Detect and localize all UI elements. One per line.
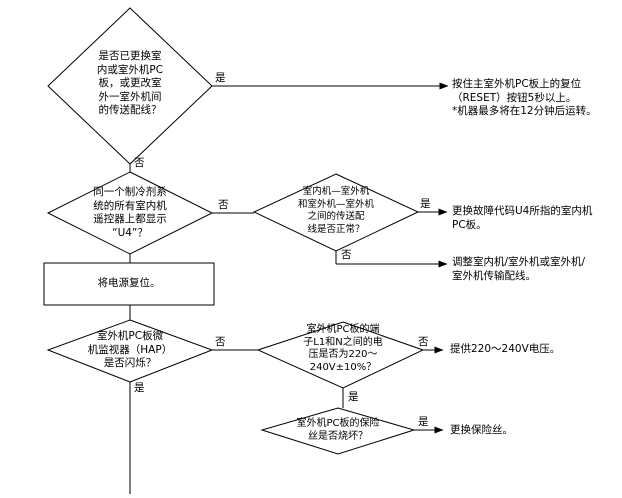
label-d1-no: 否 (134, 157, 145, 169)
decision-3-text: 室内机—室外机 和室外机—室外机 之间的传送配 线是否正常？ (283, 186, 389, 236)
decision-5-line: 子L1和N之间的电 (303, 336, 383, 348)
decision-6-text: 室外机PC板的保险 丝是否烧坏？ (284, 418, 392, 443)
decision-6-line: 室外机PC板的保险 (296, 418, 380, 429)
decision-2-line: 同一个制冷剂系 (93, 186, 167, 198)
action-1-line: （RESET）按钮5秒以上。 (452, 91, 577, 104)
decision-2-line: 统的所有室内机 (93, 199, 167, 212)
action-3-text: 调整室内机/室外机或室外机/ 室外机传输配线。 (452, 256, 585, 283)
decision-5-line: 室外机PC板的端 (306, 324, 380, 335)
label-d3-yes: 是 (420, 198, 431, 210)
decision-1-line: 外一室外机间 (98, 90, 162, 103)
decision-3-line: 之间的传送配 (307, 211, 365, 222)
decision-3-line: 线是否正常？ (307, 223, 365, 235)
decision-5-text: 室外机PC板的端 子L1和N之间的电 压是否为220～ 240V±10%？ (288, 324, 398, 374)
label-d1-yes: 是 (215, 72, 226, 84)
action-4-text: 提供220～240V电压。 (450, 343, 561, 355)
label-d4-no: 否 (215, 336, 226, 348)
action-2-text: 更换故障代码U4所指的室内机 PC板。 (452, 205, 592, 232)
action-1-line: 按住主室外机PC板上的复位 (452, 78, 582, 90)
decision-2-line: 遥控器上都显示 (93, 213, 167, 225)
decision-2-text: 同一个制冷剂系 统的所有室内机 遥控器上都显示 “U4”？ (72, 186, 188, 240)
decision-1-line: 内或室外机PC (96, 63, 164, 76)
action-1-line: *机器最多将在12分钟后运转。 (452, 105, 597, 117)
decision-4-line: 室外机PC板微 (96, 330, 164, 342)
label-d3-no: 否 (341, 249, 352, 261)
action-3-line: 调整室内机/室外机或室外机/ (452, 256, 586, 268)
decision-4-text: 室外机PC板微 机监视器（HAP） 是否闪烁？ (72, 330, 188, 371)
decision-3-line: 室内机—室外机 (302, 186, 370, 197)
decision-2-line: “U4”？ (112, 226, 148, 239)
label-d6-yes: 是 (418, 416, 429, 428)
action-1-text: 按住主室外机PC板上的复位 （RESET）按钮5秒以上。 *机器最多将在12分钟… (452, 78, 597, 119)
decision-6-line: 丝是否烧坏？ (308, 430, 368, 442)
decision-4-line: 机监视器（HAP） (87, 343, 173, 356)
decision-1-text: 是否已更换室 内或室外机PC 板，或更改室 外一室外机间 的传送配线？ (78, 50, 182, 118)
decision-6-shape (260, 407, 416, 455)
decision-4-line: 是否闪烁？ (103, 357, 157, 369)
action-2-line: PC板。 (452, 218, 487, 231)
decision-5-line: 压是否为220～ (308, 349, 378, 360)
label-d2-no: 否 (218, 199, 229, 211)
reset-power-text: 将电源复位。 (97, 277, 161, 289)
decision-1-line: 是否已更换室 (98, 50, 162, 62)
label-d5-yes: 是 (348, 391, 359, 403)
decision-3-line: 和室外机—室外机 (297, 198, 374, 210)
action-5-text: 更换保险丝。 (450, 424, 513, 436)
action-2-line: 更换故障代码U4所指的室内机 (452, 205, 593, 217)
decision-1-line: 板，或更改室 (98, 77, 162, 89)
label-d4-yes: 是 (134, 382, 145, 394)
action-3-line: 室外机传输配线。 (452, 269, 536, 282)
decision-1-line: 的传送配线？ (98, 104, 162, 116)
reset-power-box-shape (43, 262, 215, 306)
decision-5-line: 240V±10%？ (309, 361, 377, 373)
label-d5-no: 否 (418, 336, 429, 348)
